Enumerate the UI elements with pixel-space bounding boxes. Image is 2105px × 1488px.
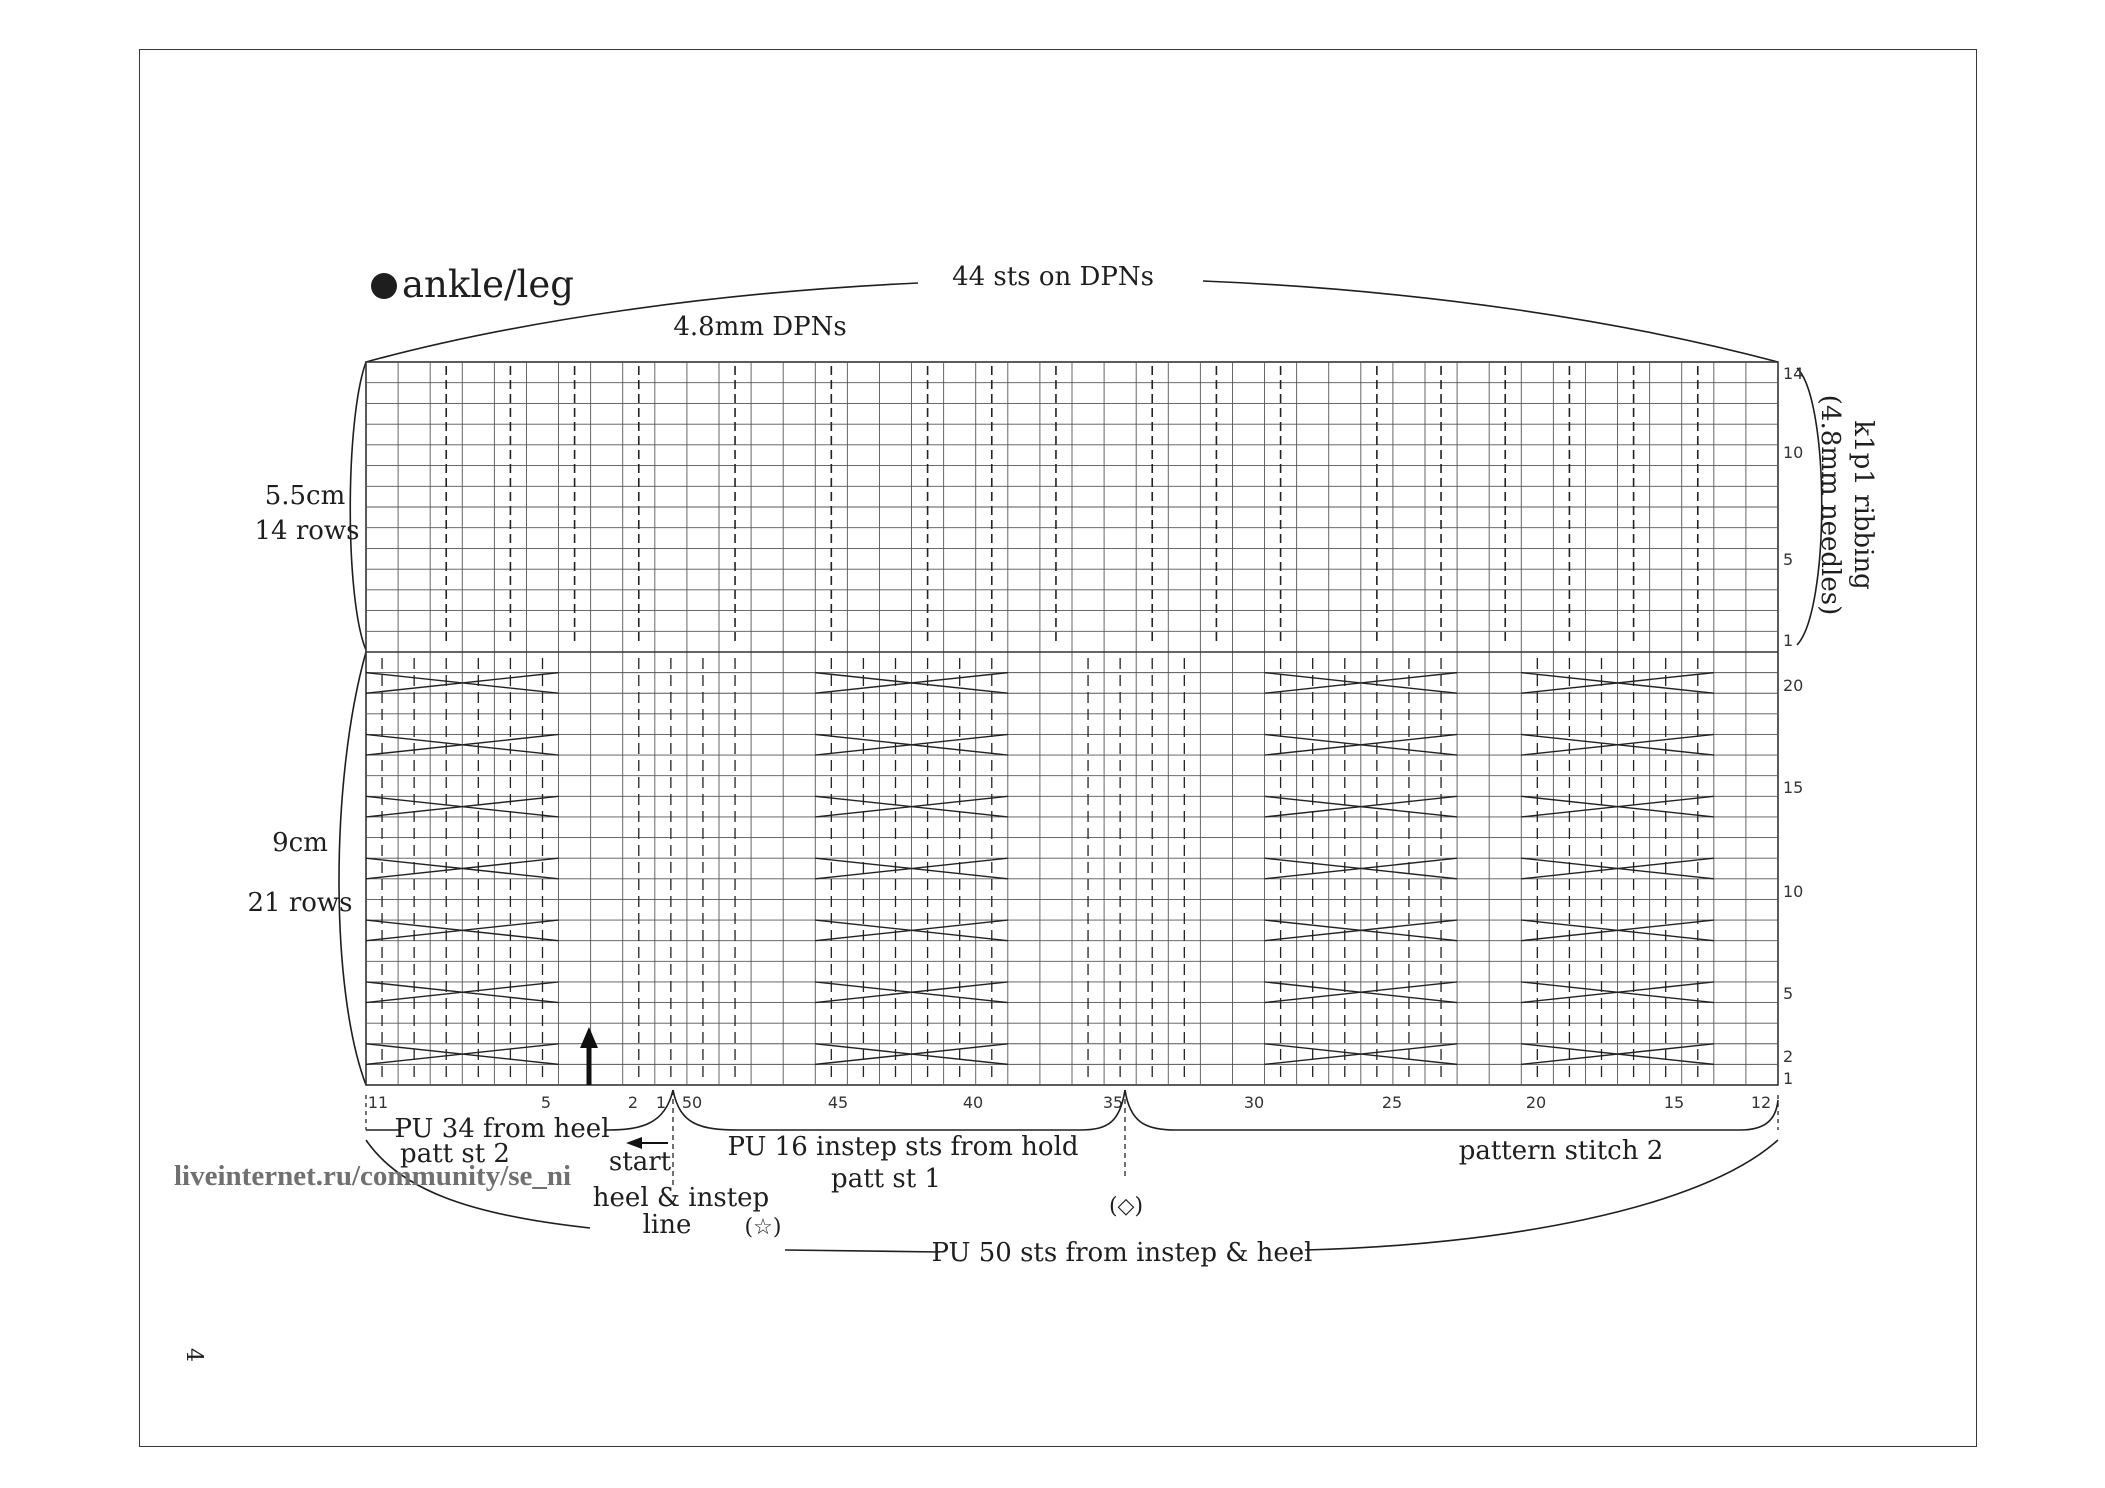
cable-cross-mark	[815, 671, 1008, 694]
cable-cross-mark	[365, 671, 559, 694]
pattern-rows-label: 21 rows	[247, 888, 352, 918]
start-up-arrow-icon	[580, 1027, 598, 1085]
cable-cross-mark	[1521, 919, 1714, 942]
stitch-number-1: 1	[656, 1093, 666, 1112]
start-left-arrow-icon	[626, 1137, 668, 1149]
needle-label: 4.8mm DPNs	[673, 312, 846, 342]
heel-instep-label-line1: heel & instep	[593, 1183, 769, 1213]
diamond-marker-label: (◇)	[1109, 1194, 1143, 1219]
cable-cross-mark	[1264, 1043, 1458, 1066]
cable-cross-mark	[815, 981, 1008, 1004]
row-number-5: 5	[1783, 984, 1793, 1003]
cable-cross-mark	[815, 1043, 1008, 1066]
row-number-14: 14	[1783, 364, 1803, 383]
stitch-number-50: 50	[682, 1093, 702, 1112]
pattern-stitch-2-label: pattern stitch 2	[1459, 1136, 1664, 1166]
watermark: liveinternet.ru/community/se_ni	[174, 1160, 571, 1192]
cable-cross-mark	[1264, 795, 1458, 818]
page-number: 4	[181, 1348, 206, 1362]
start-label: start	[609, 1147, 672, 1177]
ribbing-label-line1: k1p1 ribbing	[1848, 420, 1878, 589]
row-number-20: 20	[1783, 676, 1803, 695]
stitch-number-45: 45	[828, 1093, 848, 1112]
cable-cross-mark	[1521, 1043, 1714, 1066]
row-number-1: 1	[1783, 631, 1793, 650]
pu-instep-label-line2: patt st 1	[831, 1164, 941, 1194]
total-arc-mid	[784, 1249, 941, 1253]
ribbing-label-line2: (4.8mm needles)	[1815, 395, 1845, 615]
title-bullet-icon	[371, 273, 397, 299]
stitch-number-15: 15	[1664, 1093, 1684, 1112]
heel-bracket-right	[605, 1089, 674, 1131]
heel-instep-label-line2: line	[643, 1210, 692, 1240]
cable-cross-mark	[365, 857, 559, 880]
cable-cross-mark	[365, 1043, 559, 1066]
cable-cross-mark	[365, 795, 559, 818]
cable-cross-mark	[1264, 919, 1458, 942]
ribbing-height-arc	[349, 361, 367, 651]
ribbing-bracket	[1796, 367, 1823, 646]
top-width-arc-left	[365, 282, 919, 363]
row-numbers: 14 10 5 1 20 15 10 5 2 1	[1783, 364, 1803, 1088]
stitch-number-40: 40	[963, 1093, 983, 1112]
stitch-numbers: 11 5 2 1 50 45 40 35 30 25 20 15 12	[368, 1093, 1771, 1112]
row-number-10: 10	[1783, 882, 1803, 901]
star-marker-label: (☆)	[745, 1215, 782, 1240]
cable-cross-mark	[1264, 981, 1458, 1004]
row-number-15: 15	[1783, 778, 1803, 797]
stitch-number-35: 35	[1103, 1093, 1123, 1112]
ribbing-rows-label: 14 rows	[254, 516, 359, 546]
cable-cross-mark	[1521, 733, 1714, 756]
cable-cross-mark	[1521, 981, 1714, 1004]
chart-title: ankle/leg	[402, 263, 574, 306]
grid-lines	[366, 362, 1778, 1085]
cable-cross-mark	[815, 919, 1008, 942]
stitch-symbols	[365, 366, 1714, 1081]
pattern-size-label: 9cm	[272, 828, 328, 858]
total-arc-left	[365, 1139, 591, 1229]
row-number-10: 10	[1783, 443, 1803, 462]
pu-instep-label-line1: PU 16 instep sts from hold	[727, 1132, 1078, 1162]
ribbing-vertical-label: k1p1 ribbing (4.8mm needles)	[1815, 395, 1878, 615]
cable-cross-mark	[1264, 671, 1458, 694]
row-number-5: 5	[1783, 550, 1793, 569]
cable-cross-mark	[1264, 857, 1458, 880]
cable-cross-mark	[1264, 733, 1458, 756]
cable-cross-mark	[1521, 795, 1714, 818]
cable-cross-mark	[815, 795, 1008, 818]
cable-cross-mark	[365, 733, 559, 756]
chart-grid	[365, 361, 1779, 1086]
total-arc-right	[1304, 1139, 1779, 1251]
row-number-2: 2	[1783, 1047, 1793, 1066]
pattern-height-arc	[338, 651, 367, 1086]
top-width-label: 44 sts on DPNs	[952, 262, 1154, 292]
cable-cross-mark	[1521, 857, 1714, 880]
cable-cross-mark	[365, 981, 559, 1004]
stitch-number-11: 11	[368, 1093, 388, 1112]
stitch-number-12: 12	[1751, 1093, 1771, 1112]
pattern-bracket	[1124, 1089, 1779, 1131]
ribbing-size-label: 5.5cm	[265, 481, 346, 511]
stitch-number-5: 5	[541, 1093, 551, 1112]
stitch-number-30: 30	[1244, 1093, 1264, 1112]
stitch-number-25: 25	[1382, 1093, 1402, 1112]
stitch-number-2: 2	[628, 1093, 638, 1112]
cable-cross-mark	[815, 857, 1008, 880]
cable-cross-mark	[815, 733, 1008, 756]
pu-heel-label: PU 34 from heel	[394, 1114, 609, 1144]
row-number-1: 1	[1783, 1069, 1793, 1088]
cable-cross-mark	[365, 919, 559, 942]
page-frame	[139, 49, 1977, 1447]
patt-st-2-label: patt st 2	[400, 1139, 510, 1169]
instep-bracket	[672, 1089, 1126, 1131]
pu-total-label: PU 50 sts from instep & heel	[932, 1238, 1313, 1268]
cable-cross-mark	[1521, 671, 1714, 694]
top-width-arc-right	[1202, 280, 1779, 363]
stitch-number-20: 20	[1526, 1093, 1546, 1112]
